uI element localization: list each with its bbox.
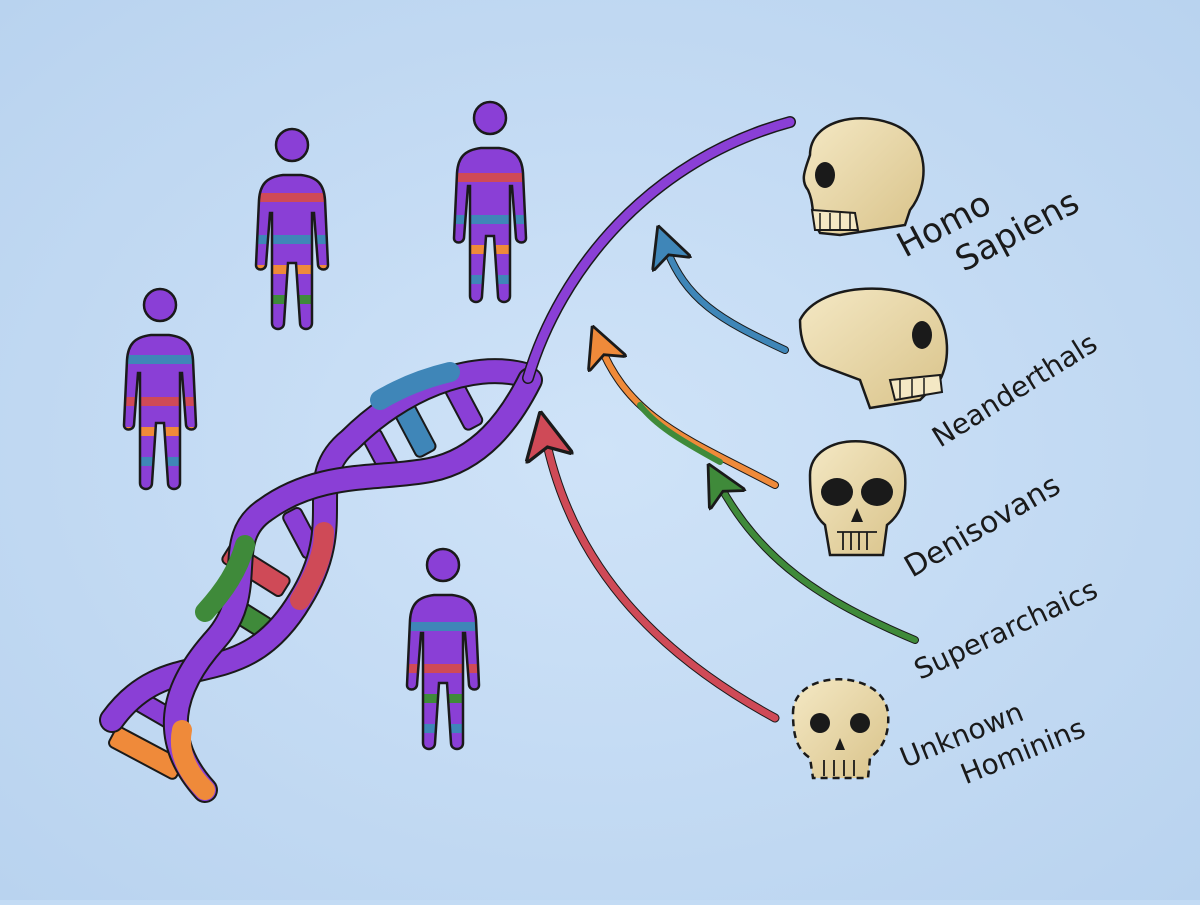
person-gene-stripe: [407, 664, 479, 673]
person-gene-stripe: [407, 622, 479, 631]
person-gene-stripe: [256, 235, 328, 244]
person-gene-stripe: [124, 397, 196, 406]
person-outline: [122, 287, 198, 491]
neanderthal-skull-icon: [798, 287, 949, 410]
neanderthal-arrow: [665, 245, 789, 354]
superarchaic-arrow: [718, 482, 919, 644]
dna-helix-icon: [99, 116, 796, 803]
person-gene-stripe: [256, 193, 328, 202]
person-outline: [452, 100, 528, 304]
person-gene-stripe: [454, 215, 526, 224]
person-outline: [405, 547, 481, 751]
person-gene-stripe: [454, 173, 526, 182]
unknown-skull-icon: [791, 678, 890, 780]
person-body: [256, 129, 328, 329]
person-body: [124, 289, 196, 489]
modern-skull-icon: [802, 117, 925, 237]
unknown-hominin-arrow: [545, 435, 780, 723]
person-gene-stripe: [124, 355, 196, 364]
person-outline: [254, 127, 330, 331]
denisovan-skull-icon: [808, 440, 907, 557]
